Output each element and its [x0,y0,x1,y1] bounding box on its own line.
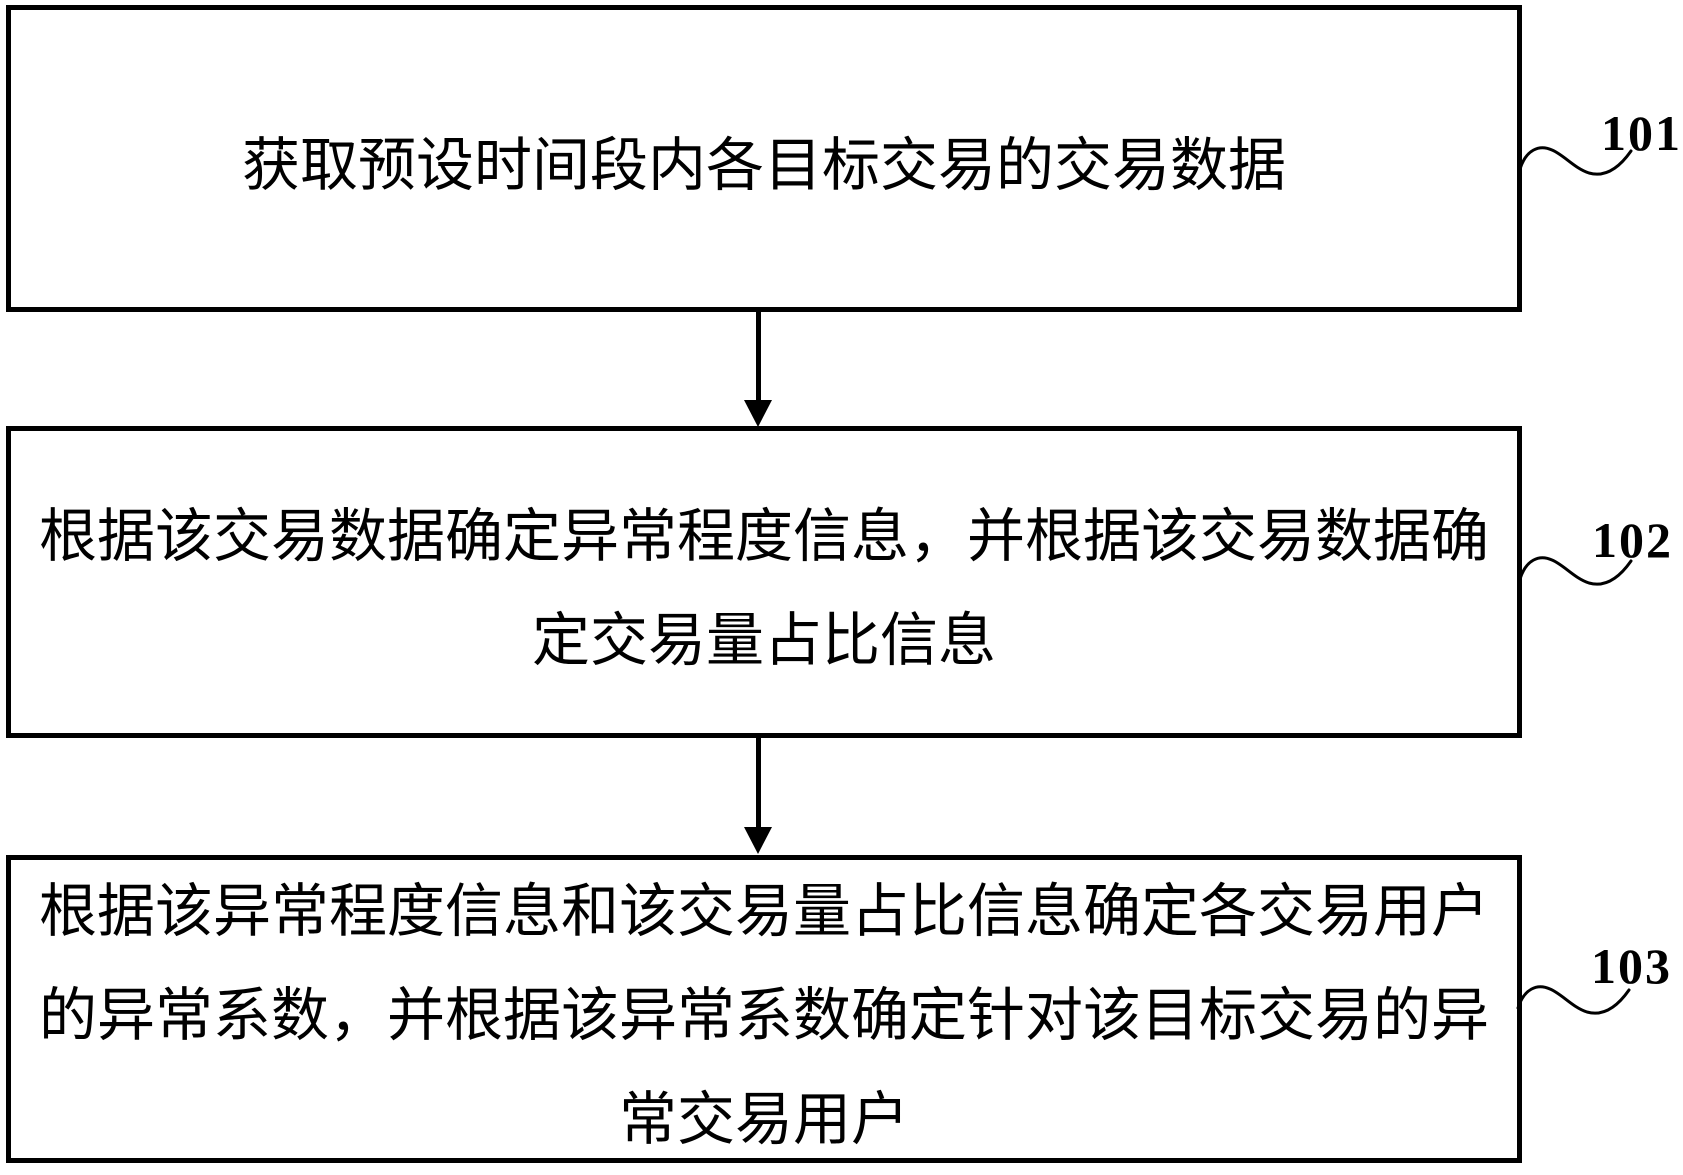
step-102-text-line: 定交易量占比信息 [531,608,996,673]
step-102-text-line: 根据该交易数据确定异常程度信息，并根据该交易数据确 [38,504,1489,569]
process-step-box-102: 根据该交易数据确定异常程度信息，并根据该交易数据确 定交易量占比信息 [6,426,1522,738]
arrow-down-icon [744,827,772,854]
reference-numeral-102: 102 [1592,512,1673,568]
flow-arrow-2-shaft [756,738,761,829]
process-step-box-101: 获取预设时间段内各目标交易的交易数据 [6,5,1522,312]
reference-squiggle-icon [1518,556,1633,586]
reference-squiggle-icon [1516,985,1631,1015]
process-step-box-103: 根据该异常程度信息和该交易量占比信息确定各交易用户 的异常系数，并根据该异常系数… [6,855,1522,1163]
arrow-down-icon [744,400,772,427]
step-103-text-line: 根据该异常程度信息和该交易量占比信息确定各交易用户 [38,879,1489,944]
step-101-text-line: 获取预设时间段内各目标交易的交易数据 [241,132,1286,198]
step-103-text-line: 常交易用户 [618,1087,909,1152]
reference-squiggle-icon [1518,146,1633,176]
reference-numeral-103: 103 [1591,938,1672,994]
flow-arrow-1-shaft [756,312,761,404]
reference-numeral-101: 101 [1601,105,1682,161]
step-103-text-line: 的异常系数，并根据该异常系数确定针对该目标交易的异 [38,983,1489,1048]
